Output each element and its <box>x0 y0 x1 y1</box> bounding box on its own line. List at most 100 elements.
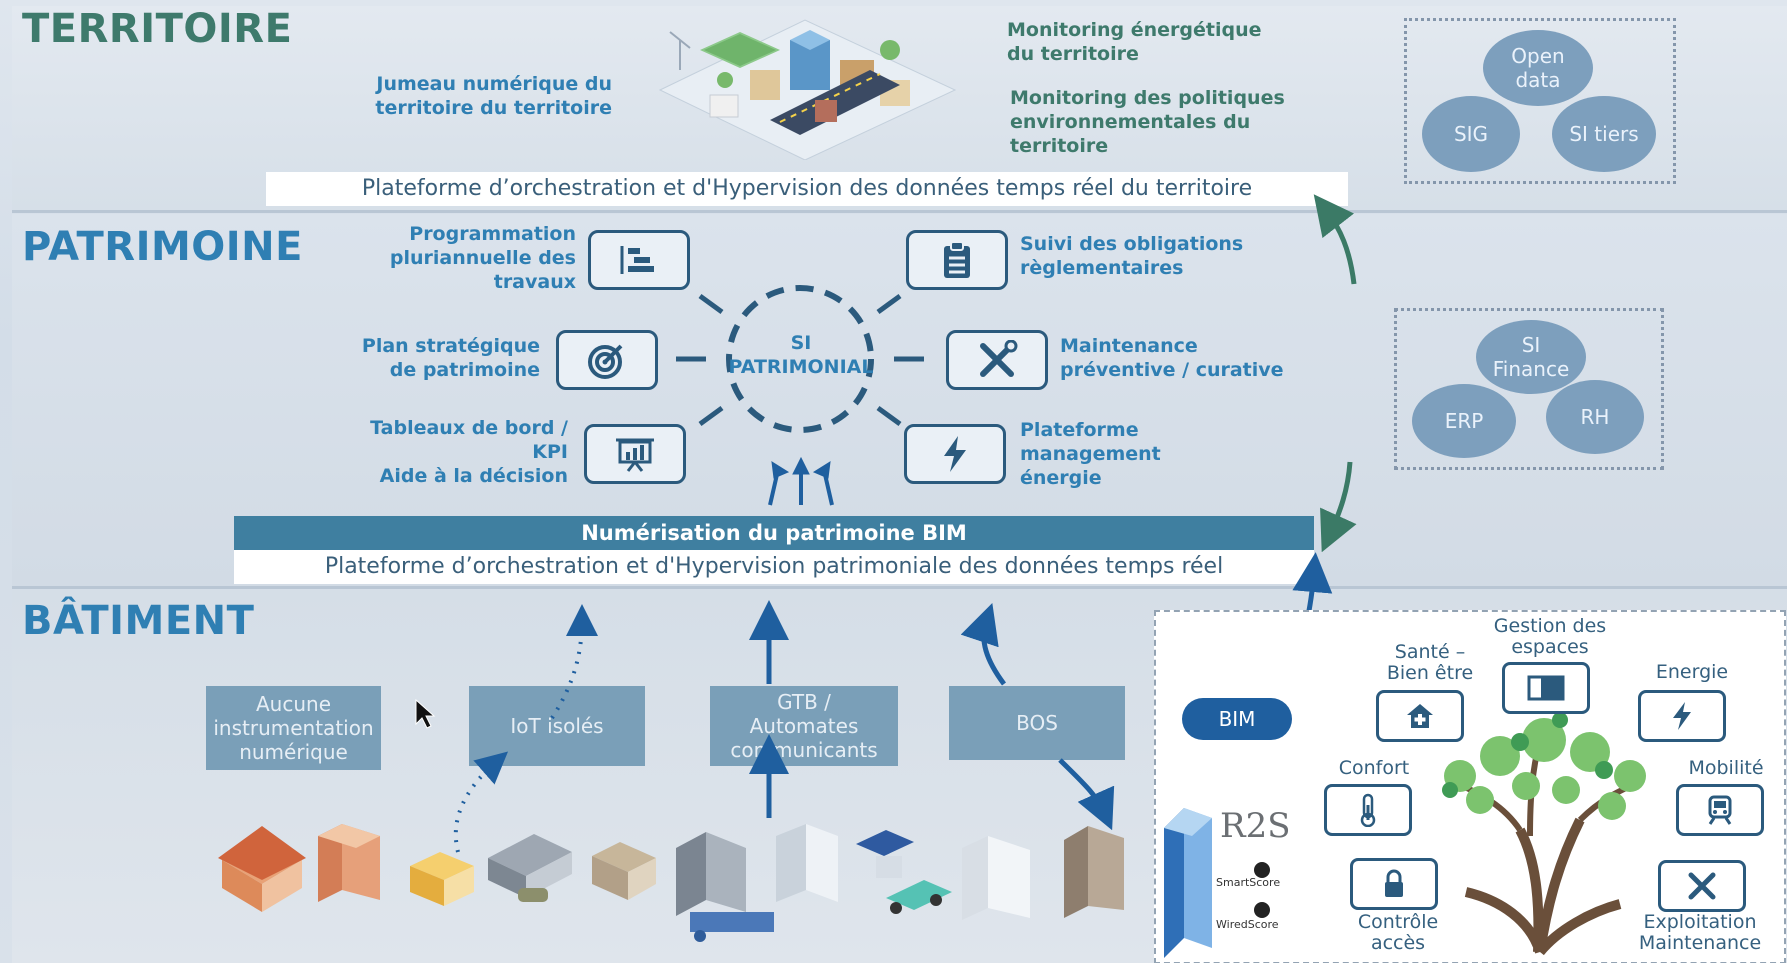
patrimoine-data-sources-box <box>1394 308 1664 470</box>
tab-line-2: KPI <box>532 441 568 463</box>
energie-icon-box <box>1638 690 1726 742</box>
tools-icon <box>980 340 1018 377</box>
jumeau-numerique-label: Jumeau numérique du territoire du territ… <box>300 72 612 120</box>
plan-strategique-icon-box <box>556 330 658 390</box>
confort-label: Confort <box>1338 757 1410 779</box>
controle-acces-label: Contrôle accès <box>1340 912 1456 954</box>
plan-line-2: de patrimoine <box>389 359 540 381</box>
si-finance-line-1: SI <box>1521 333 1541 357</box>
divider-patrimoine-batiment <box>12 586 1787 589</box>
maint-line-2: préventive / curative <box>1060 359 1284 381</box>
gestion-espaces-label: Gestion des espaces <box>1470 616 1630 658</box>
sante-line-2: Bien être <box>1386 662 1474 684</box>
bos-box: BOS <box>949 686 1125 760</box>
sante-line-1: Santé – <box>1394 641 1466 663</box>
open-data-line-2: data <box>1515 68 1561 92</box>
plan-line-1: Plan stratégique <box>361 335 540 357</box>
si-patrimonial-line-2: PATRIMONIAL <box>728 356 874 378</box>
batiment-title: BÂTIMENT <box>22 598 255 644</box>
patrimoine-platform-bar: Plateforme d’orchestration et d'Hypervis… <box>234 550 1314 584</box>
gestion-line-2: espaces <box>1511 636 1589 658</box>
plateforme-energie-label: Plateforme management énergie <box>1020 418 1220 490</box>
monitoring-energetique-label: Monitoring énergétique du territoire <box>1007 18 1307 66</box>
suivi-obligations-label: Suivi des obligations règlementaires <box>1020 232 1320 280</box>
prog-line-1: Programmation <box>409 223 576 245</box>
lightning-icon <box>1673 702 1691 730</box>
aucune-line-3: numérique <box>239 740 348 764</box>
sante-label: Santé – Bien être <box>1364 642 1496 684</box>
maintenance-icon-box <box>946 330 1048 390</box>
gtb-automates-box: GTB / Automates communicants <box>710 686 898 766</box>
lightning-icon <box>944 436 966 472</box>
target-icon <box>588 344 623 379</box>
aucune-line-1: Aucune <box>255 692 331 716</box>
aucune-instrumentation-box: Aucune instrumentation numérique <box>206 686 381 770</box>
suivi-line-2: règlementaires <box>1020 257 1184 279</box>
confort-icon-box <box>1324 784 1412 836</box>
exploitation-icon-box <box>1658 860 1746 912</box>
city-illustration-graphic <box>658 19 957 161</box>
plateforme-line-1: Plateforme <box>1020 419 1139 441</box>
sante-icon-box <box>1376 690 1464 742</box>
plateforme-line-3: énergie <box>1020 467 1102 489</box>
monitoring2-line-3: territoire <box>1010 135 1109 157</box>
gestion-line-1: Gestion des <box>1493 615 1607 637</box>
mobilite-label: Mobilité <box>1688 757 1764 779</box>
divider-territoire-patrimoine <box>12 210 1787 213</box>
gtb-line-1: GTB / <box>777 690 831 714</box>
tableaux-de-bord-icon-box <box>584 424 686 484</box>
plan-strategique-label: Plan stratégique de patrimoine <box>300 334 540 382</box>
exploit-line-2: Maintenance <box>1638 932 1762 954</box>
city-illustration <box>640 10 970 161</box>
home-health-icon <box>1407 704 1433 728</box>
si-patrimonial-label: SI PATRIMONIAL <box>706 331 896 379</box>
programmation-icon-box <box>588 230 690 290</box>
train-icon <box>1708 795 1732 825</box>
rh-bubble: RH <box>1546 380 1644 454</box>
sig-bubble: SIG <box>1422 96 1520 172</box>
presentation-board-icon <box>616 438 654 472</box>
suivi-line-1: Suivi des obligations <box>1020 233 1244 255</box>
monitoring1-line-2: du territoire <box>1007 43 1139 65</box>
prog-line-2: pluriannuelle des <box>389 247 576 269</box>
smartscore-label: SmartScore <box>1216 876 1281 889</box>
wiredscore-label: WiredScore <box>1216 918 1279 931</box>
plateforme-energie-icon-box <box>904 424 1006 484</box>
si-tiers-bubble: SI tiers <box>1552 96 1656 172</box>
jumeau-line-1: Jumeau numérique du <box>376 73 612 95</box>
tools-icon <box>1688 872 1716 900</box>
territoire-title: TERRITOIRE <box>22 6 293 52</box>
padlock-icon <box>1385 869 1403 897</box>
si-finance-bubble: SI Finance <box>1476 320 1586 394</box>
patrimoine-title: PATRIMOINE <box>22 224 303 270</box>
energie-label: Energie <box>1655 661 1729 683</box>
gantt-icon <box>620 246 654 274</box>
tableaux-de-bord-label: Tableaux de bord / KPI Aide à la décisio… <box>320 416 568 488</box>
tab-line-1: Tableaux de bord / <box>370 417 568 439</box>
monitoring2-line-1: Monitoring des politiques <box>1010 87 1285 109</box>
si-finance-line-2: Finance <box>1492 357 1570 381</box>
monitoring1-line-1: Monitoring énergétique <box>1007 19 1262 41</box>
bim-numerisation-bar: Numérisation du patrimoine BIM <box>234 516 1314 550</box>
suivi-obligations-icon-box <box>906 230 1008 290</box>
controle-line-1: Contrôle <box>1357 911 1439 933</box>
gestion-espaces-icon-box <box>1502 662 1590 714</box>
programmation-label: Programmation pluriannuelle des travaux <box>330 222 576 294</box>
plateforme-line-2: management <box>1020 443 1161 465</box>
open-data-bubble: Open data <box>1483 30 1593 106</box>
open-data-line-1: Open <box>1511 44 1565 68</box>
exploit-line-1: Exploitation <box>1643 911 1757 933</box>
aucune-line-2: instrumentation <box>213 716 374 740</box>
monitoring2-line-2: environnementales du <box>1010 111 1251 133</box>
territoire-platform-bar: Plateforme d’orchestration et d'Hypervis… <box>266 172 1348 206</box>
mobilite-icon-box <box>1676 784 1764 836</box>
controle-acces-icon-box <box>1350 858 1438 910</box>
floorplan-icon <box>1527 675 1565 701</box>
r2s-logo-text: R2S <box>1220 806 1291 846</box>
monitoring-politiques-label: Monitoring des politiques environnementa… <box>1010 86 1330 158</box>
